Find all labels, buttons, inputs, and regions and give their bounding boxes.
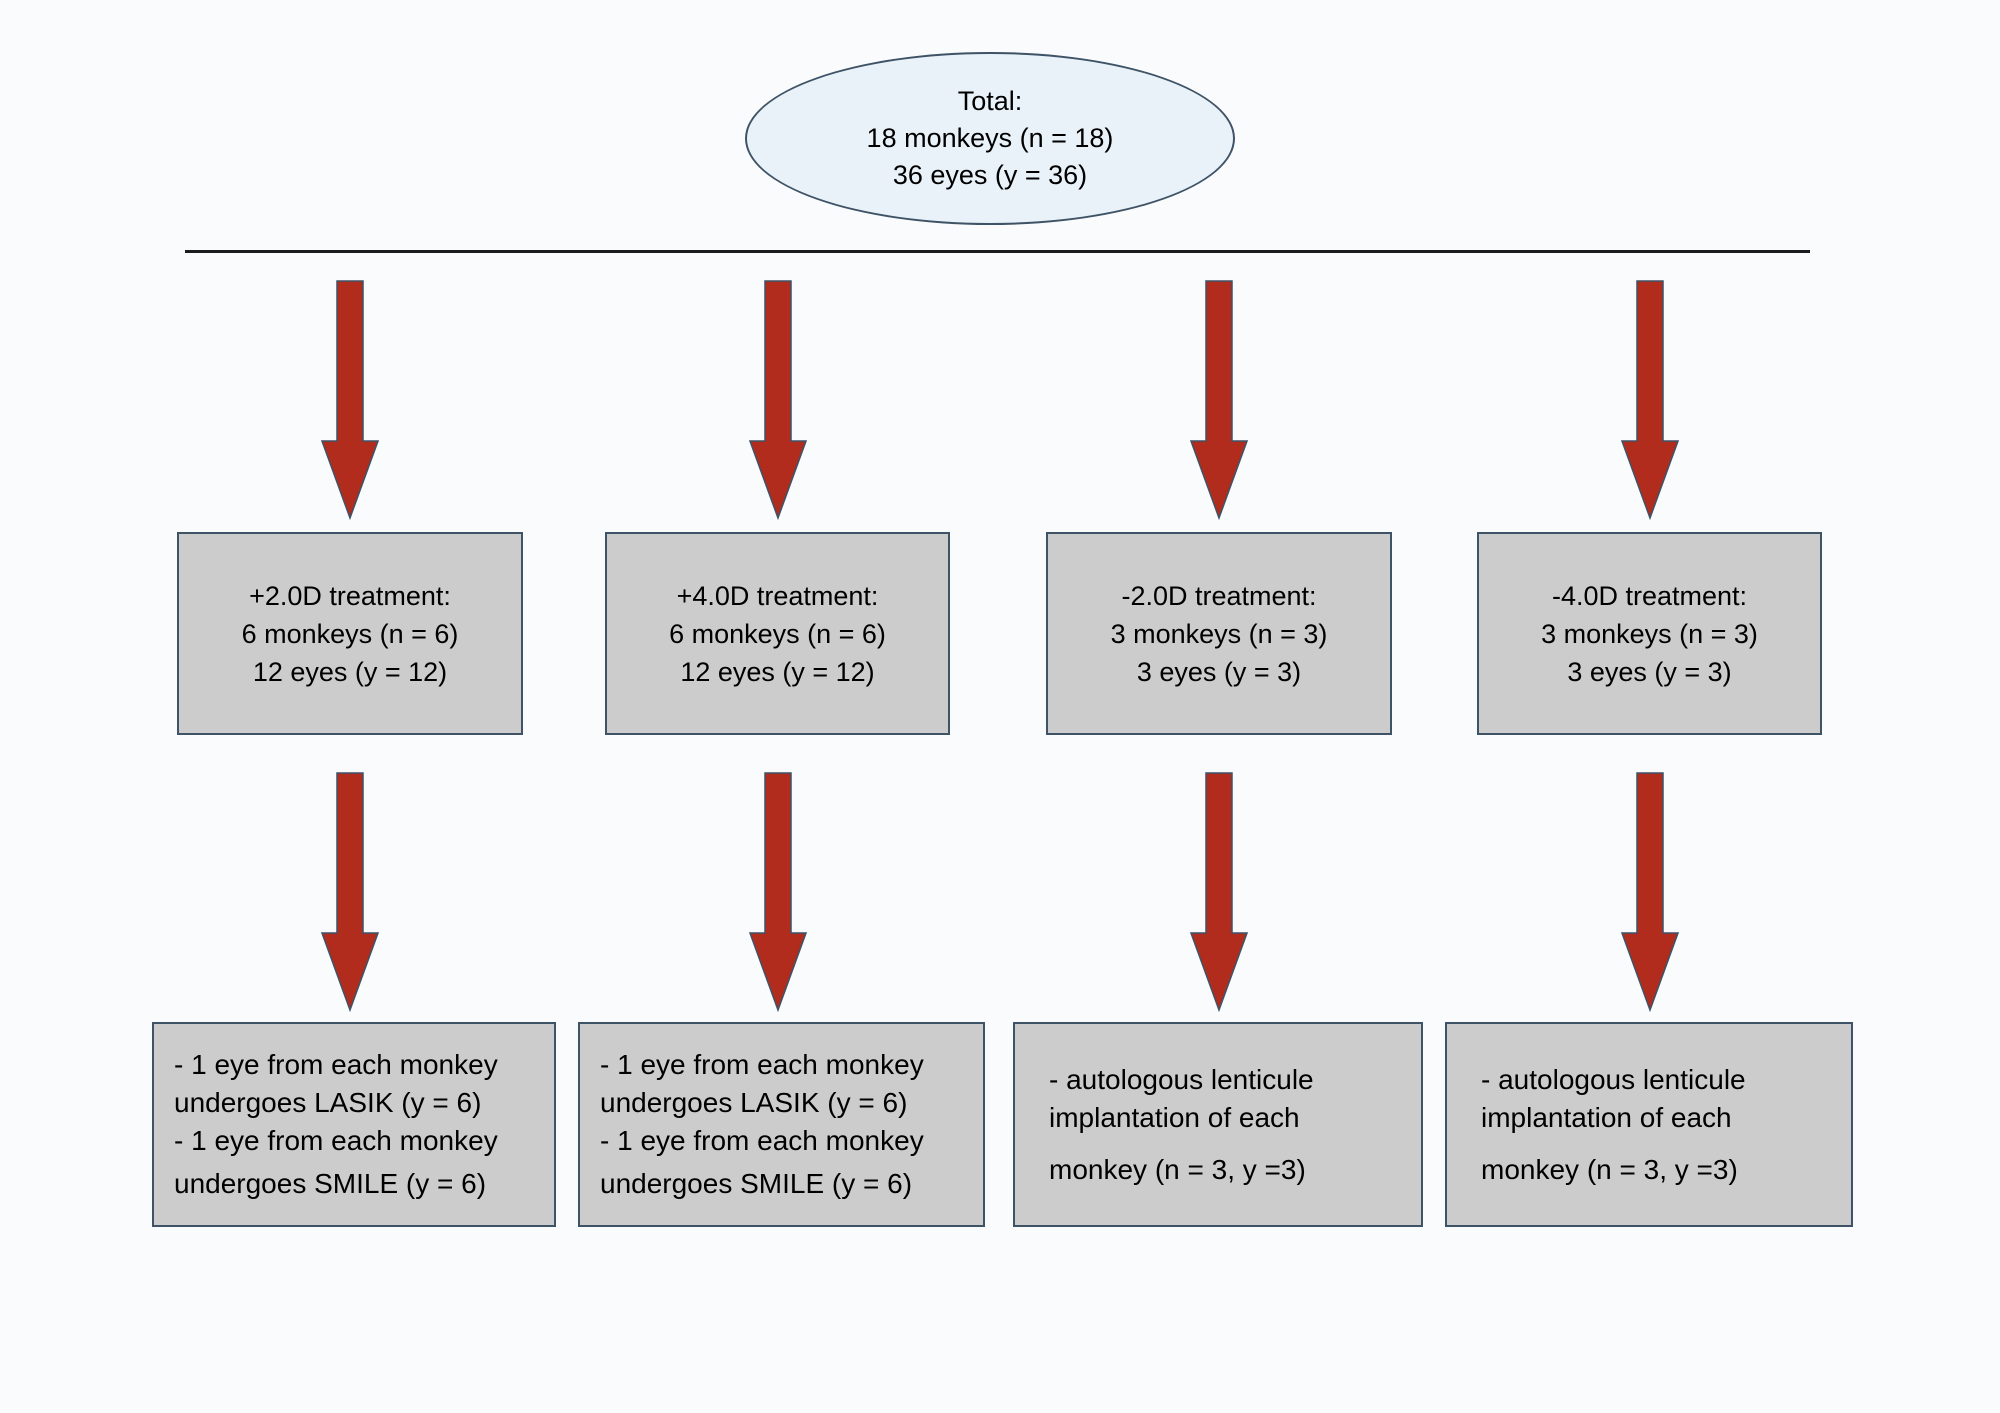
node-line: 3 eyes (y = 3) xyxy=(1567,656,1732,687)
treatment-box-plus2d: +2.0D treatment: 6 monkeys (n = 6) 12 ey… xyxy=(177,532,523,735)
total-line-2: 18 monkeys (n = 18) xyxy=(866,123,1114,153)
node-line: +2.0D treatment: xyxy=(249,580,451,611)
node-line: 3 monkeys (n = 3) xyxy=(1541,618,1758,649)
down-arrow-icon xyxy=(1190,772,1248,1012)
down-arrow-icon xyxy=(1621,772,1679,1012)
down-arrow-icon xyxy=(749,280,807,520)
node-line: 12 eyes (y = 12) xyxy=(252,656,448,687)
procedure-box-lasik-smile-1: - 1 eye from each monkey undergoes LASIK… xyxy=(152,1022,556,1227)
node-line: - 1 eye from each monkey xyxy=(174,1049,498,1080)
node-line: undergoes SMILE (y = 6) xyxy=(174,1168,487,1199)
treatment-box-minus2d: -2.0D treatment: 3 monkeys (n = 3) 3 eye… xyxy=(1046,532,1392,735)
down-arrow-icon xyxy=(1621,280,1679,520)
node-line: implantation of each xyxy=(1049,1101,1300,1133)
node-line: 12 eyes (y = 12) xyxy=(680,656,875,687)
node-line: - 1 eye from each monkey xyxy=(600,1125,924,1156)
procedure-box-lenticule-2: - autologous lenticule implantation of e… xyxy=(1445,1022,1853,1227)
total-ellipse-node: Total: 18 monkeys (n = 18) 36 eyes (y = … xyxy=(745,52,1235,225)
node-line: - 1 eye from each monkey xyxy=(600,1049,924,1080)
procedure-box-lenticule-1: - autologous lenticule implantation of e… xyxy=(1013,1022,1423,1227)
node-line: implantation of each xyxy=(1481,1101,1732,1133)
node-line: monkey (n = 3, y =3) xyxy=(1049,1153,1306,1185)
procedure-box-lasik-smile-2: - 1 eye from each monkey undergoes LASIK… xyxy=(578,1022,985,1227)
down-arrow-icon xyxy=(321,280,379,520)
node-line: -4.0D treatment: xyxy=(1551,580,1748,611)
total-line-1: Total: xyxy=(957,86,1023,116)
down-arrow-icon xyxy=(749,772,807,1012)
node-line: - autologous lenticule xyxy=(1481,1063,1746,1095)
node-line: monkey (n = 3, y =3) xyxy=(1481,1153,1738,1185)
node-line: 3 monkeys (n = 3) xyxy=(1110,618,1328,649)
node-line: undergoes SMILE (y = 6) xyxy=(600,1168,913,1199)
node-line: 6 monkeys (n = 6) xyxy=(669,618,886,649)
node-line: - autologous lenticule xyxy=(1049,1063,1314,1095)
node-line: +4.0D treatment: xyxy=(676,580,879,611)
node-line: undergoes LASIK (y = 6) xyxy=(600,1087,908,1118)
down-arrow-icon xyxy=(1190,280,1248,520)
node-line: - 1 eye from each monkey xyxy=(174,1125,498,1156)
treatment-box-minus4d: -4.0D treatment: 3 monkeys (n = 3) 3 eye… xyxy=(1477,532,1822,735)
total-line-3: 36 eyes (y = 36) xyxy=(892,160,1088,190)
treatment-box-plus4d: +4.0D treatment: 6 monkeys (n = 6) 12 ey… xyxy=(605,532,950,735)
node-line: 3 eyes (y = 3) xyxy=(1136,656,1302,687)
down-arrow-icon xyxy=(321,772,379,1012)
node-line: 6 monkeys (n = 6) xyxy=(241,618,459,649)
node-line: -2.0D treatment: xyxy=(1121,580,1317,611)
divider-line xyxy=(185,250,1810,253)
node-line: undergoes LASIK (y = 6) xyxy=(174,1087,482,1118)
